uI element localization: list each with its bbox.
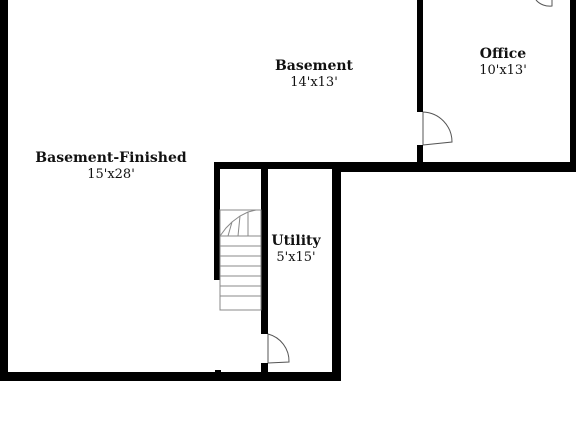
wall-left-outer [0, 0, 8, 380]
room-dimensions: 14'x13' [290, 75, 338, 90]
wall-stair-bottom-stub [215, 370, 221, 376]
wall-middle-horizontal [217, 162, 341, 169]
room-name: Basement [275, 58, 354, 74]
wall-stair-left [214, 162, 220, 280]
room-basement: Basement 14'x13' [275, 58, 354, 90]
room-office: Office 10'x13' [479, 46, 527, 78]
stair-winder-line [237, 215, 241, 237]
room-dimensions: 15'x28' [87, 167, 135, 182]
wall-office-left-upper [417, 0, 423, 112]
room-dimensions: 10'x13' [479, 63, 527, 78]
office-door-swing [422, 111, 453, 146]
wall-bottom-outer [0, 372, 340, 381]
staircase [219, 209, 262, 311]
wall-utility-left-lower [261, 363, 268, 375]
wall-utility-right [332, 166, 341, 381]
wall-utility-left-upper [261, 166, 268, 334]
stair-winder-line [227, 221, 233, 237]
wall-office-left-lower [417, 145, 423, 165]
wall-right-edge [570, 0, 576, 172]
wall-right-lower-horizontal [332, 162, 576, 172]
room-name: Office [480, 46, 527, 62]
room-dimensions: 5'x15' [276, 250, 315, 265]
utility-door-swing [267, 333, 290, 364]
room-name: Utility [271, 233, 321, 249]
room-utility: Utility 5'x15' [271, 233, 321, 265]
room-basement-finished: Basement-Finished 15'x28' [35, 150, 187, 182]
stair-winder [219, 209, 257, 237]
room-name: Basement-Finished [35, 150, 187, 166]
office-upper-door-swing [535, 0, 553, 7]
stair-outline [219, 209, 262, 311]
